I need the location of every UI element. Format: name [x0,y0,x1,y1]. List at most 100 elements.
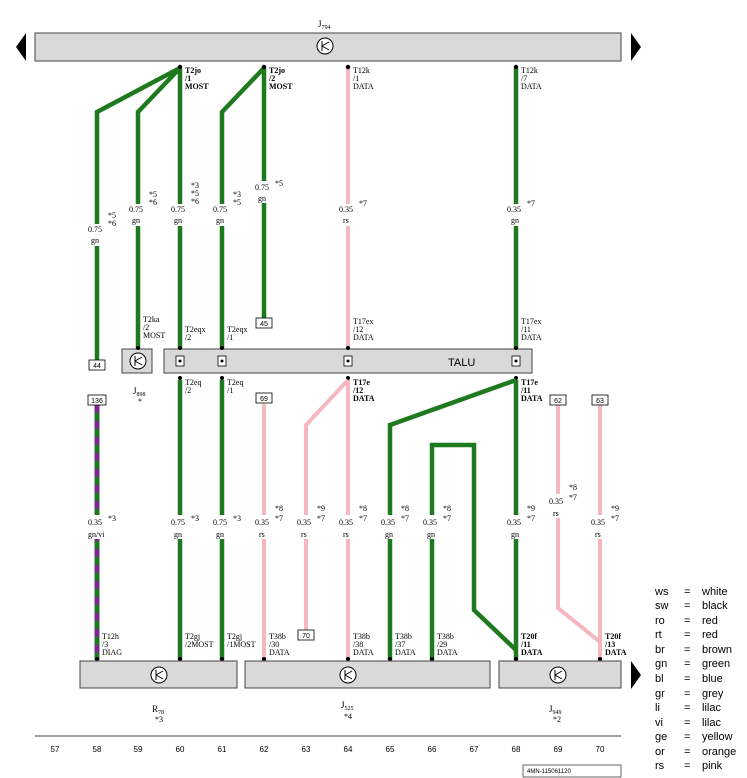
ref-box-63[interactable]: 63 [591,394,609,406]
svg-text:63: 63 [596,398,604,405]
spec-l70: 0.35 rs *9 *7 [589,504,619,539]
svg-text:61: 61 [218,745,227,754]
svg-text:gn: gn [385,530,393,539]
svg-text:0.35: 0.35 [297,518,311,527]
svg-text:62: 62 [554,398,562,405]
spec-l60: 0.75 gn *3 [169,514,199,539]
color-legend: ws=white sw=black ro=red rt=red br=brown… [654,586,736,772]
svg-text:gn: gn [655,658,667,670]
svg-text:*7: *7 [317,514,325,523]
svg-text:*7: *7 [359,514,367,523]
svg-text:*5: *5 [108,211,116,220]
svg-text:59: 59 [134,745,143,754]
svg-text:green: green [702,658,730,670]
wire-58-upper[interactable] [94,66,182,360]
svg-text:*3: *3 [233,190,241,199]
svg-text:gn: gn [216,530,224,539]
svg-text:=: = [684,717,690,729]
continue-right-arrow-icon [631,33,641,61]
svg-text:li: li [655,702,660,714]
svg-text:=: = [684,673,690,685]
spec-l68: 0.35 gn *9 *7 [505,504,535,539]
svg-text:67: 67 [470,745,479,754]
svg-text:=: = [684,731,690,743]
svg-text:*9: *9 [527,504,535,513]
j898-label: J898 [133,386,146,398]
svg-text:=: = [684,702,690,714]
svg-text:or: or [655,746,665,758]
conn-t2eq2: T2eq/2 [185,378,201,395]
transistor-symbol-icon [339,666,357,684]
talu-label: TALU [448,357,475,369]
svg-text:red: red [702,629,718,641]
ref-box-136[interactable]: 136 [87,394,107,406]
svg-text:*6: *6 [149,198,157,207]
wire-61-upper[interactable] [219,66,266,350]
svg-text:=: = [684,629,690,641]
svg-text:0.35: 0.35 [255,518,269,527]
svg-text:pink: pink [702,760,723,772]
svg-text:*9: *9 [317,504,325,513]
spec-w68: 0.35 gn *7 [505,199,535,226]
svg-text:rs: rs [343,530,349,539]
continue-right-arrow-icon [631,661,641,689]
component-j525[interactable] [244,660,491,689]
ref-box-69[interactable]: 69 [255,392,273,404]
svg-text:gn: gn [174,216,182,225]
wire-69-lower[interactable] [556,404,602,644]
svg-text:0.75: 0.75 [88,225,102,234]
svg-text:*9: *9 [611,504,619,513]
j794-label: J794 [318,19,331,31]
svg-text:58: 58 [93,745,102,754]
spec-l66: 0.35 gn *8 *7 [421,504,451,539]
svg-text:64: 64 [344,745,353,754]
svg-text:ro: ro [655,615,665,627]
svg-text:0.75: 0.75 [171,518,185,527]
svg-text:grey: grey [702,688,724,700]
spec-w64: 0.35 rs *7 [337,199,367,226]
upper-wires [94,66,519,360]
wire-59-upper[interactable] [135,66,182,350]
ref-box-70[interactable]: 70 [297,629,315,641]
j898-note: * [138,397,142,406]
svg-text:57: 57 [51,745,60,754]
svg-text:*5: *5 [191,189,199,198]
svg-text:0.75: 0.75 [171,205,185,214]
wire-63-lower[interactable] [304,378,350,630]
wire-66-lower[interactable] [429,442,518,660]
svg-text:60: 60 [176,745,185,754]
svg-text:*8: *8 [359,504,367,513]
svg-text:br: br [655,644,665,656]
svg-text:*3: *3 [233,514,241,523]
j525-note: *4 [344,712,352,721]
j949-label: J949 [549,704,562,716]
r78-label: R78 [152,704,164,716]
svg-text:45: 45 [260,321,268,328]
ref-box-62[interactable]: 62 [549,394,567,406]
wire-65-lower[interactable] [387,377,517,660]
svg-text:0.35: 0.35 [381,518,395,527]
svg-text:44: 44 [93,363,101,370]
svg-text:*7: *7 [527,199,535,208]
spec-l63: 0.35 rs *9 *7 [295,504,325,539]
svg-text:*7: *7 [401,514,409,523]
transistor-symbol-icon [129,352,147,370]
svg-text:*7: *7 [569,493,577,502]
spec-l61: 0.75 gn *3 [211,514,241,539]
svg-text:ge: ge [655,731,667,743]
ref-box-45[interactable]: 45 [255,317,273,329]
svg-text:lilac: lilac [702,717,721,729]
svg-text:0.75: 0.75 [213,205,227,214]
spec-l62: 0.35 rs *8 *7 [253,504,283,539]
ref-box-44[interactable]: 44 [88,359,106,371]
svg-text:=: = [684,615,690,627]
svg-text:70: 70 [302,633,310,640]
